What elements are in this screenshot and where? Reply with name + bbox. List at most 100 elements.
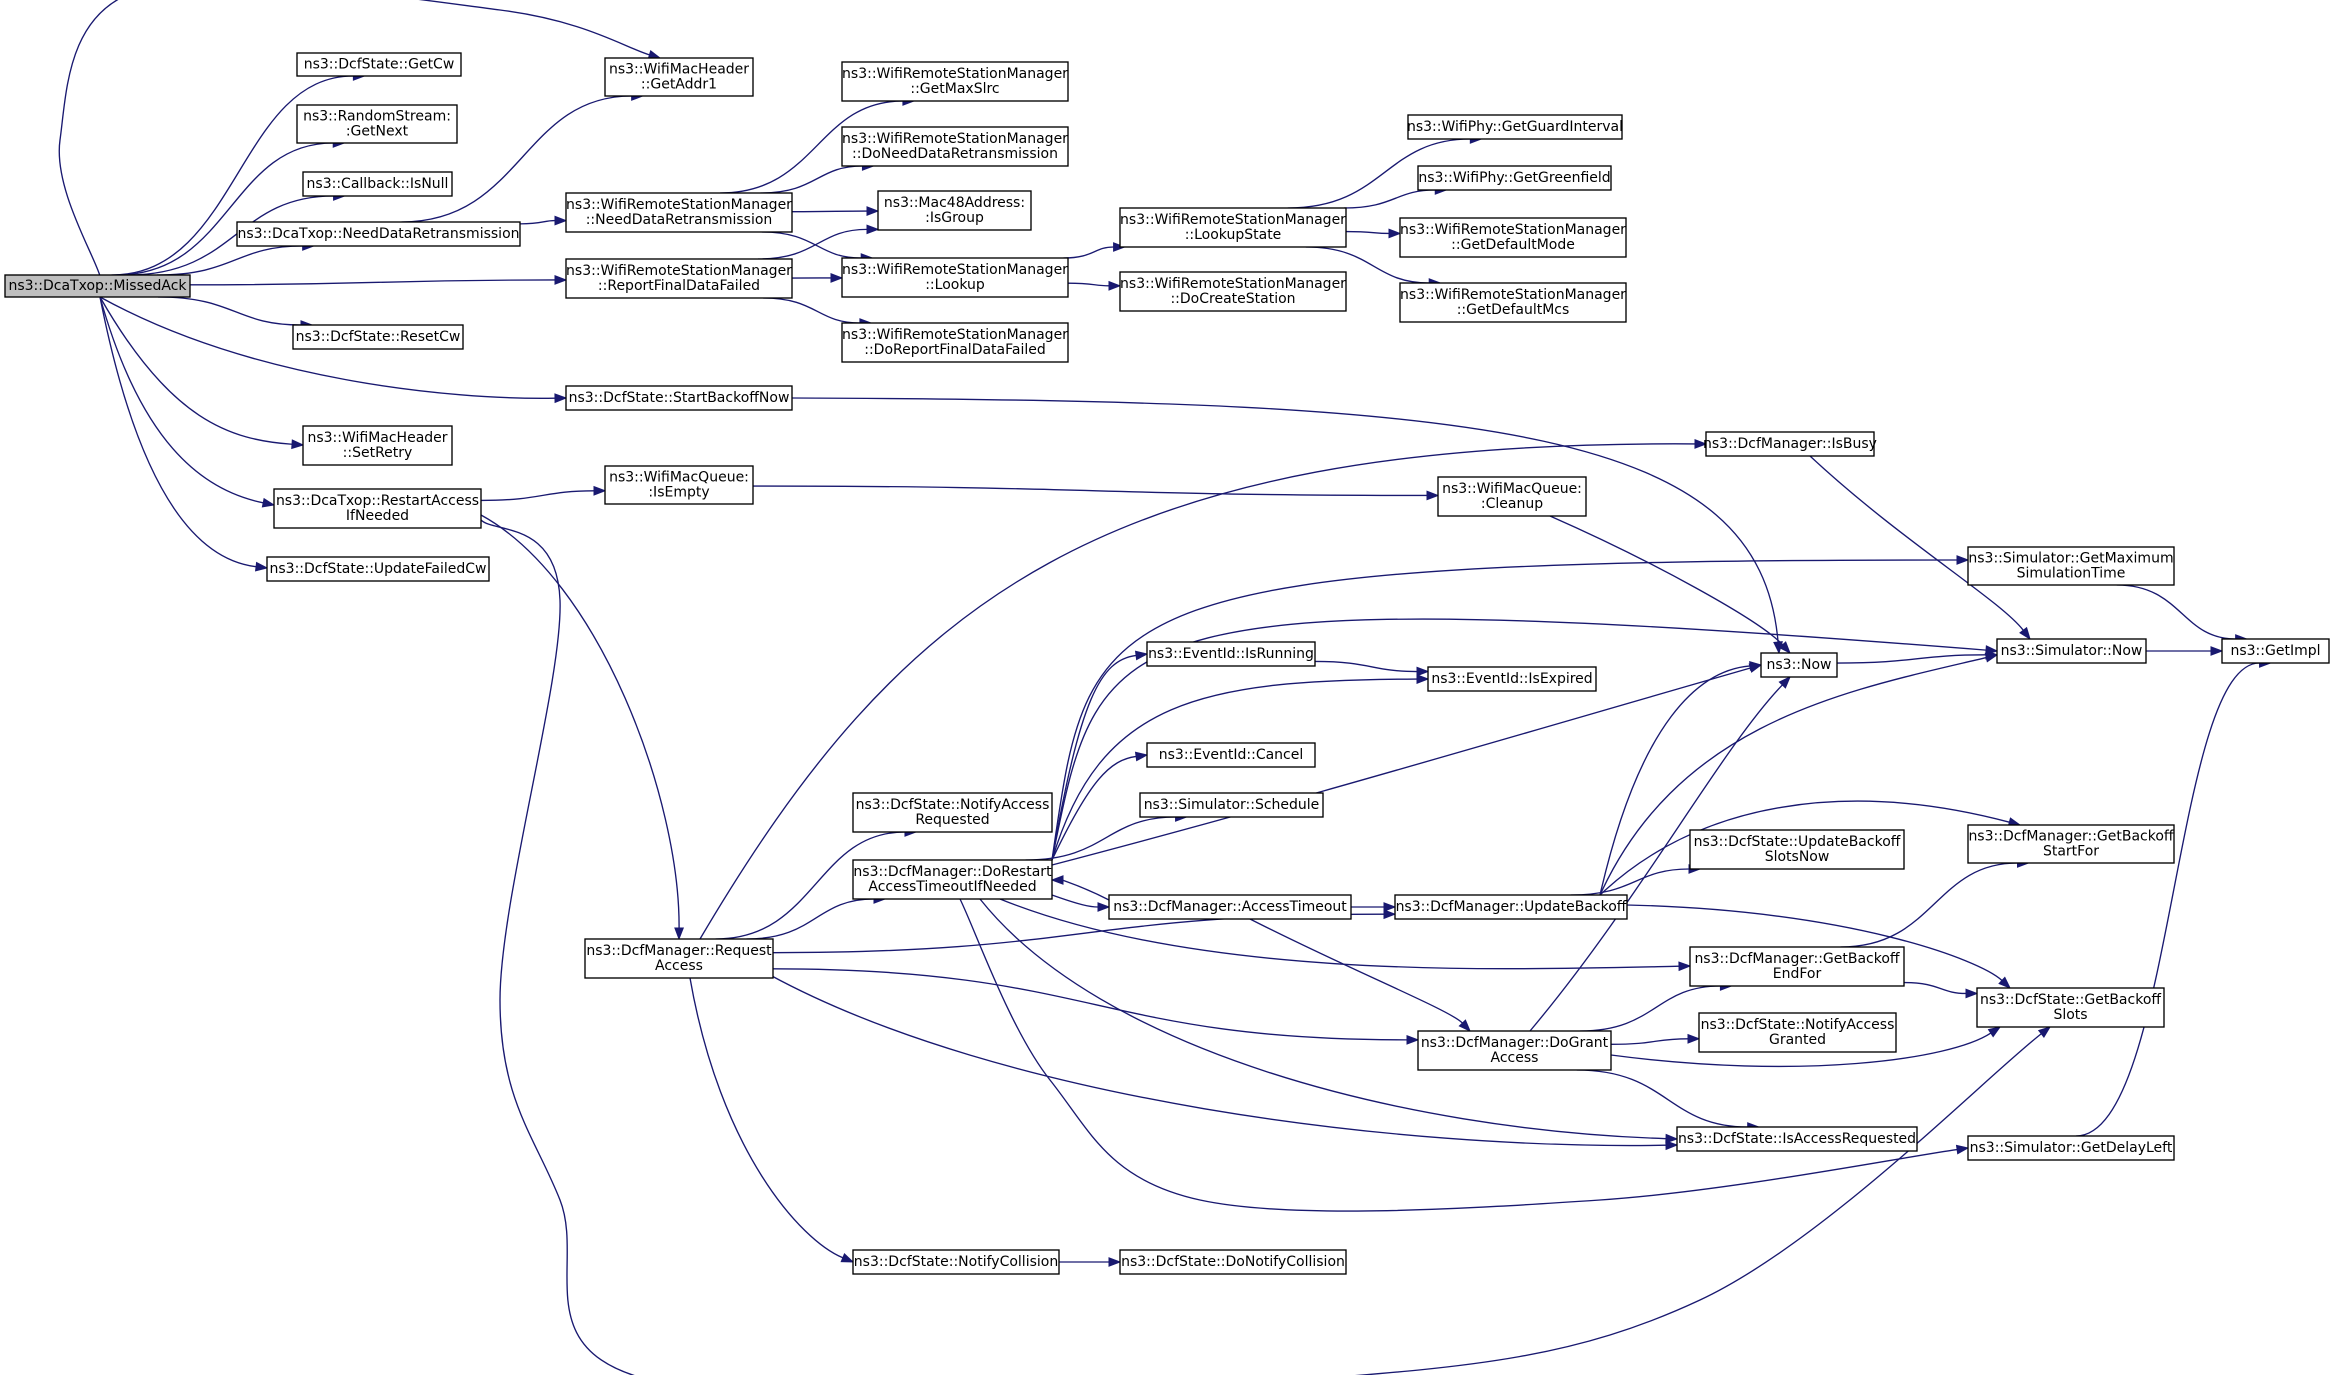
node-label: ns3::EventId::IsExpired xyxy=(1431,671,1592,687)
edge-dorestart-to-isaccessrequested xyxy=(979,898,1679,1144)
node-cleanup[interactable]: ns3::WifiMacQueue::Cleanup xyxy=(1437,476,1587,517)
node-label: Requested xyxy=(915,812,989,828)
node-label: ::DoCreateStation xyxy=(1170,291,1295,307)
node-box xyxy=(1139,792,1324,818)
edge-line xyxy=(1570,868,1690,896)
node-getimpl[interactable]: ns3::GetImpl xyxy=(2221,638,2330,664)
node-box xyxy=(302,425,453,466)
node-getmaxslrc[interactable]: ns3::WifiRemoteStationManager::GetMaxSlr… xyxy=(841,61,1069,102)
node-label: ns3::EventId::Cancel xyxy=(1159,747,1304,763)
node-lookup[interactable]: ns3::WifiRemoteStationManager::Lookup xyxy=(841,257,1069,298)
node-label: ns3::Simulator::GetMaximum xyxy=(1968,551,2173,567)
node-isnull[interactable]: ns3::Callback::IsNull xyxy=(302,171,453,197)
node-box xyxy=(1417,165,1612,191)
edge-dorestart-to-getbackoffendfor xyxy=(999,898,1692,972)
node-getdefaultmcs[interactable]: ns3::WifiRemoteStationManager::GetDefaul… xyxy=(1399,282,1627,323)
node-getdelayleft[interactable]: ns3::Simulator::GetDelayLeft xyxy=(1967,1135,2175,1161)
edge-dorestart-to-isrunning xyxy=(1051,650,1149,861)
edge-updatebackoff-to-getbackoffstartfor xyxy=(1599,800,2022,896)
node-label: ::ReportFinalDataFailed xyxy=(598,278,760,294)
node-isbusy[interactable]: ns3::DcfManager::IsBusy xyxy=(1703,431,1877,457)
node-box xyxy=(1689,829,1905,870)
node-box xyxy=(604,57,754,97)
node-label: ::GetDefaultMcs xyxy=(1457,302,1570,318)
node-setretry[interactable]: ns3::WifiMacHeader::SetRetry xyxy=(302,425,453,466)
node-startbackoffnow[interactable]: ns3::DcfState::StartBackoffNow xyxy=(565,385,793,411)
edge-missedack-to-needdataretx xyxy=(156,241,316,276)
edge-accesstimeout-to-dorestart xyxy=(1050,875,1110,901)
node-getcw[interactable]: ns3::DcfState::GetCw xyxy=(296,52,462,77)
edge-reportfinaldatafailed-to-isgroup xyxy=(758,224,880,260)
node-getgreenfield[interactable]: ns3::WifiPhy::GetGreenfield xyxy=(1417,165,1612,191)
node-wrsm_needdataretx[interactable]: ns3::WifiRemoteStationManager::NeedDataR… xyxy=(565,192,793,233)
node-box xyxy=(302,171,453,197)
node-isaccessrequested[interactable]: ns3::DcfState::IsAccessRequested xyxy=(1676,1126,1918,1152)
node-getguardinterval[interactable]: ns3::WifiPhy::GetGuardInterval xyxy=(1407,114,1623,140)
node-label: ns3::DcaTxop::NeedDataRetransmission xyxy=(237,226,519,242)
node-isgroup[interactable]: ns3::Mac48Address::IsGroup xyxy=(877,190,1032,231)
node-label: ns3::DcfManager::DoGrant xyxy=(1421,1035,1609,1051)
node-simnow[interactable]: ns3::Simulator::Now xyxy=(1996,638,2147,664)
node-needdataretx[interactable]: ns3::DcaTxop::NeedDataRetransmission xyxy=(236,221,521,247)
arrowhead-icon xyxy=(261,497,276,508)
node-label: ::LookupState xyxy=(1185,227,1282,243)
node-label: ns3::WifiMacHeader xyxy=(609,62,749,78)
node-getdefaultmode[interactable]: ns3::WifiRemoteStationManager::GetDefaul… xyxy=(1399,217,1627,258)
node-now[interactable]: ns3::Now xyxy=(1760,652,1838,678)
node-notifycollision[interactable]: ns3::DcfState::NotifyCollision xyxy=(852,1249,1060,1275)
node-schedule[interactable]: ns3::Simulator::Schedule xyxy=(1139,792,1324,818)
edge-line xyxy=(791,397,1779,643)
edge-line xyxy=(1610,1038,1689,1046)
node-label: ns3::Mac48Address: xyxy=(884,195,1025,211)
node-updatebackoff[interactable]: ns3::DcfManager::UpdateBackoff xyxy=(1394,894,1628,920)
node-getnext[interactable]: ns3::RandomStream::GetNext xyxy=(296,104,458,144)
edge-line xyxy=(1903,981,1967,995)
node-box xyxy=(1108,894,1352,920)
edge-line xyxy=(1051,559,1958,861)
node-dorestart[interactable]: ns3::DcfManager::DoRestartAccessTimeoutI… xyxy=(852,859,1053,900)
node-reportfinaldatafailed[interactable]: ns3::WifiRemoteStationManager::ReportFin… xyxy=(565,258,793,299)
node-isempty[interactable]: ns3::WifiMacQueue::IsEmpty xyxy=(604,465,754,505)
arrowhead-icon xyxy=(1426,490,1440,501)
node-doreportfinal[interactable]: ns3::WifiRemoteStationManager::DoReportF… xyxy=(841,322,1069,363)
arrowhead-icon xyxy=(554,275,568,285)
edge-line xyxy=(2116,584,2236,640)
node-doneeddataretx[interactable]: ns3::WifiRemoteStationManager::DoNeedDat… xyxy=(841,126,1069,167)
edge-updatebackoff-to-simnow xyxy=(1599,652,1999,896)
edge-simnow-to-getimpl xyxy=(2145,646,2224,656)
node-docreatestation[interactable]: ns3::WifiRemoteStationManager::DoCreateS… xyxy=(1119,271,1347,312)
arrowhead-icon xyxy=(1108,1257,1122,1267)
node-resetcw[interactable]: ns3::DcfState::ResetCw xyxy=(292,324,464,350)
arrowhead-icon xyxy=(1955,1144,1970,1155)
node-isexpired[interactable]: ns3::EventId::IsExpired xyxy=(1427,666,1597,692)
node-box xyxy=(1119,271,1347,312)
arrowhead-icon xyxy=(1050,875,1064,885)
node-box xyxy=(1394,894,1628,920)
node-getaddr1[interactable]: ns3::WifiMacHeader::GetAddr1 xyxy=(604,57,754,97)
node-accesstimeout[interactable]: ns3::DcfManager::AccessTimeout xyxy=(1108,894,1352,920)
node-updatefailedcw[interactable]: ns3::DcfState::UpdateFailedCw xyxy=(266,556,490,582)
node-donotifycollision[interactable]: ns3::DcfState::DoNotifyCollision xyxy=(1119,1249,1347,1275)
edge-dorestart-to-getdelayleft xyxy=(959,898,1970,1212)
node-cancel[interactable]: ns3::EventId::Cancel xyxy=(1146,742,1316,768)
node-label: ns3::WifiRemoteStationManager xyxy=(842,131,1068,147)
edge-line xyxy=(1287,138,1471,209)
edge-lookup-to-docreatestation xyxy=(1067,280,1122,291)
node-lookupstate[interactable]: ns3::WifiRemoteStationManager::LookupSta… xyxy=(1119,207,1347,248)
node-isrunning[interactable]: ns3::EventId::IsRunning xyxy=(1146,641,1316,667)
node-label: ::DoReportFinalDataFailed xyxy=(864,342,1046,358)
edge-dogrant-to-isaccessrequested xyxy=(1576,1069,1761,1132)
edge-requestaccess-to-dogrant xyxy=(772,968,1420,1045)
node-label: ns3::DcfState::NotifyAccess xyxy=(1701,1017,1895,1033)
